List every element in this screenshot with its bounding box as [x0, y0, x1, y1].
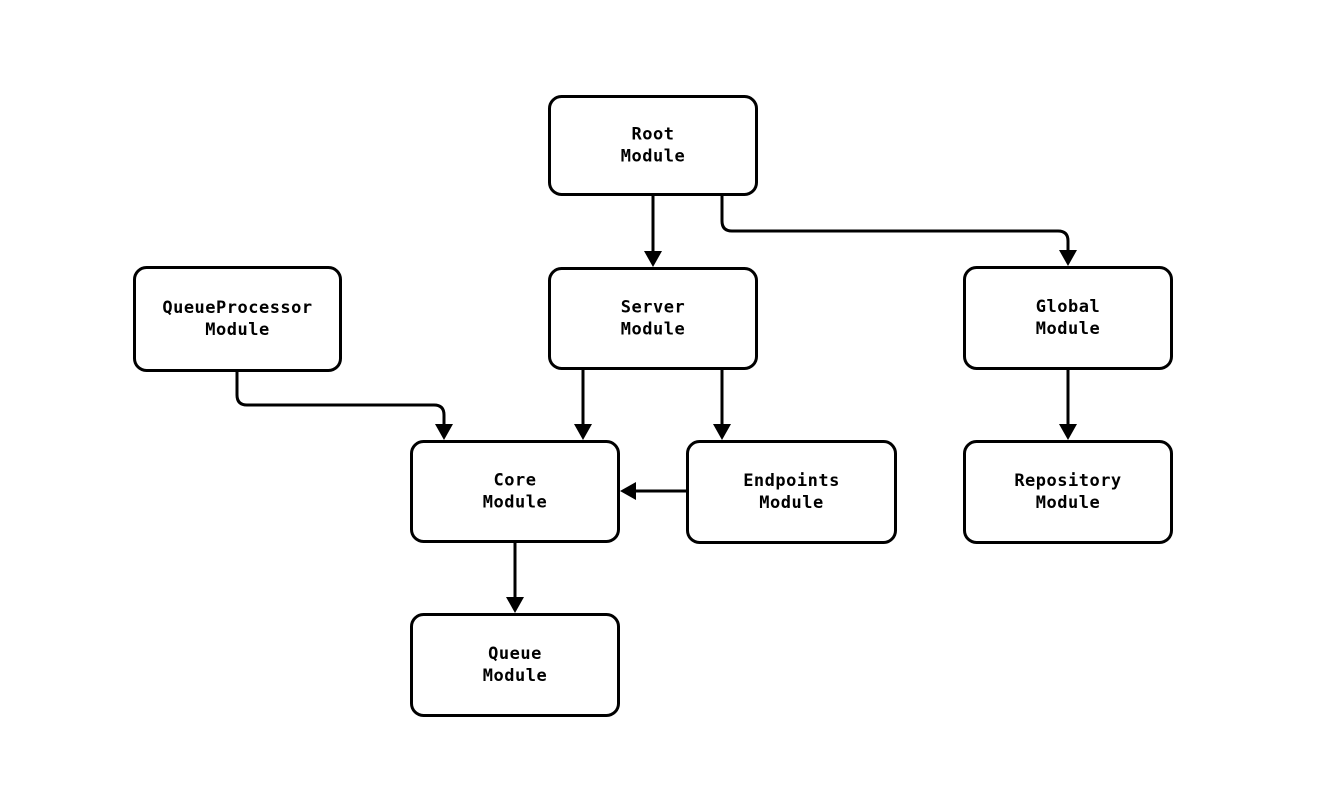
nodes-layer: RootModuleQueueProcessorModuleServerModu… [133, 95, 1173, 717]
edge-line [235, 372, 446, 425]
edges-layer [235, 196, 1077, 613]
node-label-line2: Module [1036, 493, 1100, 513]
node-box[interactable] [963, 440, 1173, 544]
edge-arrowhead [574, 424, 592, 440]
node-label-line1: Global [1036, 297, 1100, 317]
edge-queueprocessor-to-core [235, 372, 453, 440]
node-label-line2: Module [483, 666, 547, 686]
edge-core-to-queue [506, 543, 524, 613]
edge-arrowhead [1059, 250, 1077, 266]
node-label-line1: QueueProcessor [162, 298, 312, 318]
edge-server-to-core [574, 370, 592, 440]
node-label-line1: Root [632, 125, 675, 145]
edge-arrowhead [435, 424, 453, 440]
node-label-line2: Module [205, 320, 269, 340]
node-label-line1: Endpoints [743, 471, 840, 491]
node-box[interactable] [410, 440, 620, 543]
node-label-line1: Core [494, 471, 537, 491]
node-label-line1: Queue [488, 644, 542, 664]
edge-arrowhead [1059, 424, 1077, 440]
node-box[interactable] [410, 613, 620, 717]
node-box[interactable] [548, 95, 758, 196]
edge-arrowhead [644, 251, 662, 267]
node-box[interactable] [133, 266, 342, 372]
node-label-line2: Module [621, 147, 685, 167]
node-label-line2: Module [759, 493, 823, 513]
edge-server-to-endpoints [713, 370, 731, 440]
edge-root-to-global [720, 196, 1077, 266]
edge-global-to-repository [1059, 370, 1077, 440]
node-label-line2: Module [483, 493, 547, 513]
node-label-line1: Server [621, 298, 685, 318]
node-label-line2: Module [1036, 319, 1100, 339]
node-box[interactable] [963, 266, 1173, 370]
edge-endpoints-to-core [620, 482, 686, 500]
node-box[interactable] [548, 267, 758, 370]
node-box[interactable] [686, 440, 897, 544]
edge-root-to-server [644, 196, 662, 267]
node-label-line1: Repository [1014, 471, 1121, 491]
node-label-line2: Module [621, 320, 685, 340]
edge-arrowhead [713, 424, 731, 440]
edge-arrowhead [506, 597, 524, 613]
edge-line [720, 196, 1070, 251]
edge-arrowhead [620, 482, 636, 500]
